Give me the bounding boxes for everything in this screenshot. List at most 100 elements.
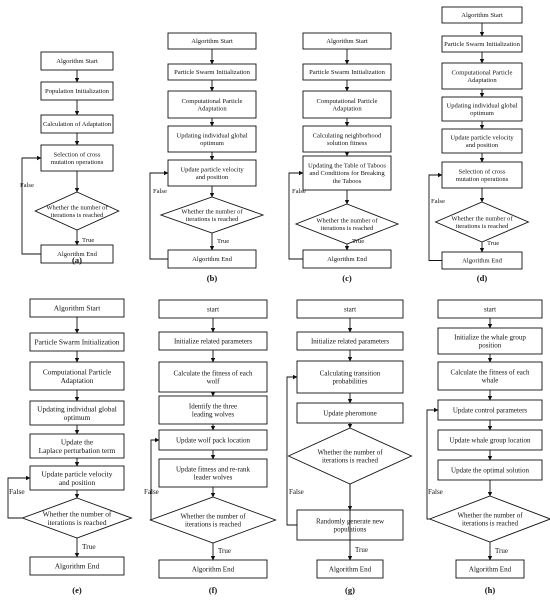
node-label: Calculation of Adaptation bbox=[43, 121, 112, 128]
node-label: Initialize related parameters bbox=[174, 337, 252, 345]
process-node bbox=[29, 465, 125, 491]
process-node bbox=[167, 159, 257, 187]
node-label: Algorithm End bbox=[55, 562, 100, 571]
node-label: Particle Swarm Initialization bbox=[174, 69, 251, 76]
false-loop-arrow bbox=[7, 475, 31, 519]
false-label: False bbox=[153, 188, 167, 195]
process-node bbox=[158, 458, 268, 488]
node-label: Update whale group location bbox=[449, 436, 531, 444]
false-loop-arrow bbox=[21, 155, 42, 255]
true-label: True bbox=[82, 237, 94, 244]
figure-caption: (c) bbox=[342, 273, 352, 283]
process-node bbox=[302, 155, 392, 191]
node-label: Particle Swarm Initialization bbox=[309, 69, 386, 76]
figure-caption: (h) bbox=[485, 585, 496, 595]
false-loop-arrow bbox=[150, 437, 160, 521]
false-loop-arrow bbox=[149, 170, 169, 260]
false-label: False bbox=[144, 488, 159, 496]
false-label: False bbox=[9, 487, 25, 496]
figure-caption: (b) bbox=[207, 273, 218, 283]
false-loop-arrow bbox=[288, 170, 304, 260]
false-loop-arrow bbox=[428, 172, 443, 261]
false-loop-arrow bbox=[426, 407, 439, 520]
false-label: False bbox=[20, 182, 34, 189]
false-label: False bbox=[292, 188, 306, 195]
node-label: start bbox=[207, 305, 219, 313]
process-node bbox=[441, 62, 523, 90]
node-label: start bbox=[484, 305, 496, 313]
true-label: True bbox=[495, 547, 508, 555]
true-label: True bbox=[82, 542, 96, 551]
process-node bbox=[441, 96, 523, 122]
true-label: True bbox=[217, 238, 229, 245]
figure-caption: (g) bbox=[345, 585, 355, 595]
node-label: Algorithm End bbox=[327, 256, 367, 263]
node-label: Update pheromone bbox=[323, 409, 376, 417]
node-label: Initialize related parameters bbox=[311, 337, 389, 345]
process-node bbox=[29, 361, 125, 391]
process-node bbox=[437, 327, 543, 355]
false-loop-arrow bbox=[286, 374, 298, 526]
figure-caption: (e) bbox=[72, 585, 82, 595]
node-label: Particle Swarm Initialization bbox=[444, 41, 521, 48]
node-label: Update the optimal solution bbox=[451, 466, 529, 474]
node-label: Algorithm End bbox=[57, 251, 97, 258]
process-node bbox=[296, 360, 404, 394]
node-label: Algorithm End bbox=[462, 258, 502, 265]
process-node bbox=[441, 161, 523, 189]
process-node bbox=[437, 361, 543, 391]
node-label: Update control parameters bbox=[453, 406, 528, 414]
false-label: False bbox=[428, 488, 443, 496]
node-label: Population Initialization bbox=[45, 88, 110, 95]
figure-caption: (d) bbox=[477, 273, 488, 283]
node-label: Update wolf pack location bbox=[176, 436, 251, 444]
node-label: Algorithm Start bbox=[191, 38, 233, 45]
node-label: Particle Swarm Initialization bbox=[35, 338, 120, 347]
true-label: True bbox=[218, 547, 231, 555]
node-label: Algorithm End bbox=[192, 256, 232, 263]
node-label: Algorithm End bbox=[329, 565, 372, 573]
true-label: True bbox=[355, 546, 368, 554]
true-label: True bbox=[487, 240, 499, 247]
figure-caption: (a) bbox=[72, 255, 82, 265]
node-label: start bbox=[344, 305, 356, 313]
true-label: True bbox=[352, 238, 364, 245]
node-label: Algorithm End bbox=[192, 565, 235, 573]
false-label: False bbox=[289, 488, 304, 496]
